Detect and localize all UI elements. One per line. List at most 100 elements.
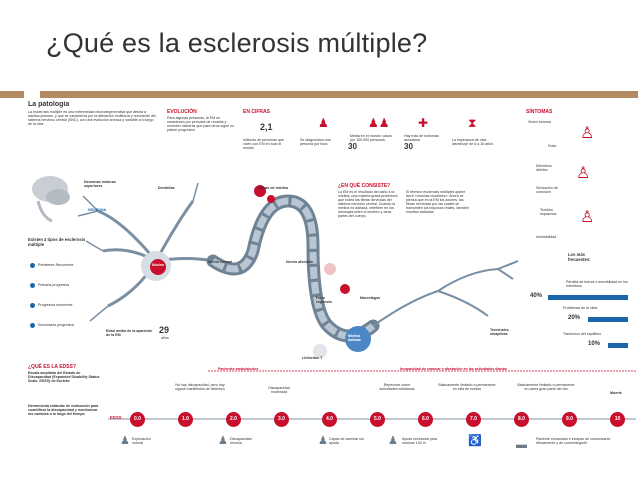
- neurons-label: Neuronas motoras superiores: [84, 180, 116, 188]
- people-icon: ♟♟: [368, 116, 390, 130]
- label-nervio-normal: Nervio normal: [208, 260, 233, 264]
- body-figure-icon: ♙: [576, 165, 591, 182]
- edss-step: 2.0: [226, 412, 241, 427]
- sintoma-item: Sensación de corrosión: [536, 186, 558, 194]
- cifra-text-4: Hay más de síntomas asociados: [404, 134, 439, 142]
- consiste-text-2: El término esclerosis múltiples quiere d…: [406, 190, 470, 214]
- edss-top-note: Básicamente limitado a permanecer en sil…: [438, 383, 496, 391]
- cifra-text-3: Media en el mundo: casos por 100.000 per…: [350, 134, 392, 142]
- body-figure-icon: ♙: [580, 209, 595, 226]
- cifra-value-4: 30: [404, 142, 413, 151]
- intro-text: La esclerosis múltiple es una enfermedad…: [28, 110, 156, 126]
- walking-person-icon: ♟: [120, 435, 130, 447]
- label-nucleo: Núcleo: [152, 263, 164, 267]
- edss-step: 0.0: [130, 412, 145, 427]
- hourglass-icon: ⧗: [468, 116, 477, 130]
- cifra-text-2: Se diagnostica una persona por hora: [300, 138, 331, 146]
- frequent-value: 40%: [530, 293, 543, 299]
- sintomas-title: SÍNTOMAS: [526, 109, 553, 115]
- label-edad: Edad media de la aparición de la EM: [106, 329, 153, 337]
- type-dot: [30, 303, 35, 308]
- infographic-artwork: [32, 176, 636, 420]
- evolucion-title: EVOLUCIÓN: [167, 109, 197, 115]
- brain-illustration: [32, 176, 70, 223]
- edss-step: 6.0: [418, 412, 433, 427]
- ms-infographic: La patología La esclerosis múltiple es u…: [28, 101, 638, 471]
- consiste-title: ¿EN QUÉ CONSISTE?: [338, 183, 391, 189]
- edss-bottom-note: Discapacidad mínima: [230, 437, 252, 445]
- walking-person-icon: ♟: [218, 435, 228, 447]
- edss-step: 5.0: [370, 412, 385, 427]
- title-rule-right: [40, 91, 638, 98]
- title-rule-gap: [24, 91, 40, 98]
- edss-step: 9.0: [562, 412, 577, 427]
- edss-step: 10: [610, 412, 625, 427]
- type-item: Progresiva recurrente: [38, 303, 73, 307]
- hospital-icon: ✚: [418, 116, 429, 130]
- edss-incapacidad: Incapacidad de caminar y afectación en l…: [400, 367, 507, 371]
- sintoma-item: Visión borrosa: [528, 120, 551, 124]
- edss-step: 7.0: [466, 412, 481, 427]
- body-figure-icon: ♙: [580, 125, 595, 142]
- label-macrofagos: Macrófagos: [360, 296, 381, 300]
- cifras-title: EN CIFRAS: [243, 109, 270, 115]
- type-dot: [30, 323, 35, 328]
- types-title: Existen 4 tipos de esclerosis múltiple: [28, 237, 86, 247]
- label-nervio-afectado: Nervio afectado: [286, 260, 313, 264]
- title-rule-left: [0, 91, 24, 98]
- slide-title: ¿Qué es la esclerosis múltiple?: [46, 28, 428, 58]
- edss-bottom-note: Capaz de caminar sin ayuda: [329, 437, 364, 445]
- edss-text-2: Herramienta estándar de evaluación para …: [28, 404, 99, 416]
- sintoma-item: Miembros débiles: [536, 164, 552, 172]
- edss-top-note: Muerte: [610, 391, 622, 395]
- neuron-illustration: [77, 182, 519, 358]
- edss-top-note: Discapacidad moderada: [268, 386, 290, 394]
- frequent-label: Trastornos del equilibrio: [563, 332, 602, 336]
- edss-top-note: Básicamente limitado a permanecer en cam…: [517, 383, 575, 391]
- heading-patologia: La patología: [28, 101, 70, 108]
- consiste-text-1: La EM es el resultado del daño a la miel…: [338, 190, 398, 218]
- edss-bottom-note: Ayuda necesaria para caminar 100 m: [402, 437, 437, 445]
- wheelchair-icon: ♿: [468, 435, 482, 447]
- label-mielina: Mielina dañada: [348, 334, 361, 342]
- cifra-value-3: 30: [348, 142, 357, 151]
- edss-bottom-note: Paciente encamado e incapaz de comunicar…: [536, 437, 611, 445]
- label-linfocitos: Linfocitos T: [302, 356, 323, 360]
- edss-top-note: No hay discapacidad, pero hay signos man…: [175, 383, 225, 391]
- edss-top-note: Repercute sobre actividades cotidianas: [379, 383, 415, 391]
- frequent-label: Problemas de la vista: [563, 306, 598, 310]
- type-item: Secundaria progresiva: [38, 323, 74, 327]
- edss-text-1: Escala ampliada del Estado de Discapacid…: [28, 371, 100, 383]
- type-dot: [30, 263, 35, 268]
- frequent-bar: [608, 343, 628, 348]
- type-item: Remitente-Recurrente: [38, 263, 74, 267]
- sintoma-item: Dolor: [548, 144, 557, 148]
- bed-icon: ▬: [516, 439, 527, 451]
- edss-ambulatorios: Pacientes ambulatorios: [218, 367, 259, 371]
- edad-unit: años: [161, 336, 169, 340]
- neuron-label: NEURONA: [88, 208, 107, 212]
- sintoma-item: Inestabilidad: [536, 235, 557, 239]
- frequent-label: Pérdida de fuerza o sensibilidad en los …: [566, 280, 628, 288]
- sintoma-item: Temblor, espasmos: [540, 208, 557, 216]
- cifra-value-1: 2,1: [260, 122, 273, 132]
- type-item: Primaria progresiva: [38, 283, 70, 287]
- frequent-bar: [548, 295, 628, 300]
- type-dot: [30, 283, 35, 288]
- cifra-text-1: millones de personas que viven con EM en…: [243, 138, 284, 150]
- frequent-bar: [588, 317, 628, 322]
- frequent-value: 10%: [588, 341, 601, 347]
- frequent-value: 20%: [568, 315, 581, 321]
- edss-label: EDSS: [110, 415, 122, 420]
- evolucion-text: Para algunas personas, la EM se caracter…: [167, 116, 235, 132]
- edss-step: 3.0: [274, 412, 289, 427]
- person-icon: ♟: [318, 116, 329, 130]
- walking-person-icon: ♟: [318, 435, 328, 447]
- edss-step: 1.0: [178, 412, 193, 427]
- edss-step: 8.0: [514, 412, 529, 427]
- label-vainas: Vainas de mielina: [258, 186, 288, 190]
- label-terminales: Terminales sinápticas: [490, 328, 509, 336]
- cane-person-icon: ♟: [388, 435, 398, 447]
- label-fibra: Fibra expuesta: [316, 296, 332, 304]
